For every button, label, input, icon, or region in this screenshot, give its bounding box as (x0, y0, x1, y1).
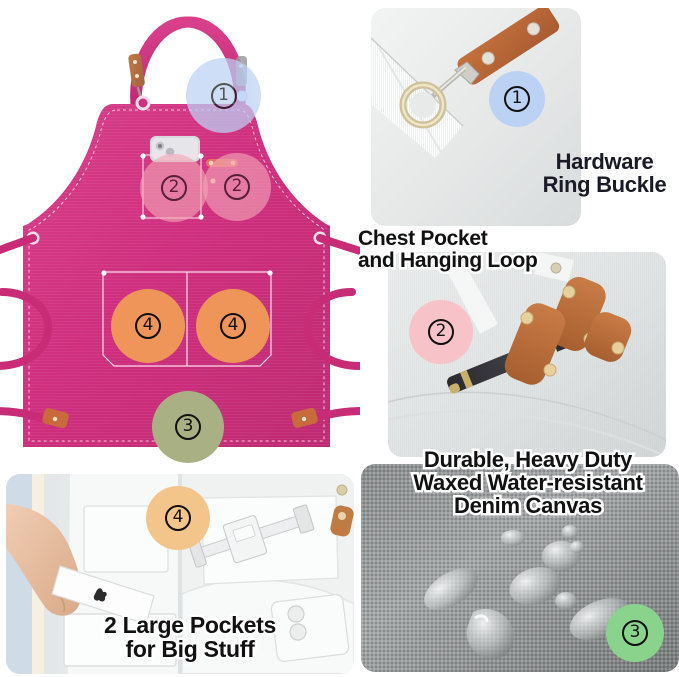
badge-number: 3 (622, 620, 648, 646)
badge-number: 4 (165, 505, 191, 531)
badge-number: 4 (220, 313, 246, 339)
heading-denim-canvas: Durable, Heavy Duty Waxed Water-resistan… (378, 445, 678, 520)
water-droplets (424, 525, 631, 659)
waxed-denim-photo: 3 (361, 464, 679, 672)
heading-hardware-line2: Ring Buckle (542, 172, 667, 198)
badge-apron-strap[interactable]: 1 (186, 58, 261, 133)
badge-chest-pocket-left[interactable]: 2 (140, 154, 208, 222)
badge-number: 2 (428, 319, 454, 345)
badge-number: 3 (175, 414, 201, 440)
badge-number: 1 (210, 82, 237, 109)
denim-photo-art (361, 464, 679, 672)
badge-front-pocket-left[interactable]: 4 (111, 289, 185, 363)
hardware-photo-art (371, 8, 581, 226)
heading-large-pockets: 2 Large Pockets for Big Stuff (40, 610, 340, 663)
right-photo-tools-in-pocket (181, 474, 354, 674)
pen-holder-photo: 2 (388, 252, 666, 457)
apron-illustration-panel: 1 2 2 4 4 3 (0, 0, 360, 470)
left-photo-hand-in-pocket (6, 474, 178, 674)
badge-denim-photo[interactable]: 3 (606, 604, 664, 662)
heading-chest-line2: and Hanging Loop (356, 247, 541, 274)
heading-pockets-line1: 2 Large Pockets (102, 610, 279, 639)
heading-hardware-line1: Hardware (555, 149, 654, 174)
badge-number: 2 (161, 175, 187, 201)
pen-loop-right (584, 312, 632, 362)
badge-apron-fabric[interactable]: 3 (152, 391, 224, 463)
heading-chest-line1: Chest Pocket (356, 225, 491, 252)
heading-pockets-line2: for Big Stuff (123, 634, 257, 663)
badge-pen-photo[interactable]: 2 (409, 300, 473, 364)
hardware-ring-buckle-photo: 1 (371, 8, 581, 226)
right-waist-leather-tab (291, 407, 318, 428)
badge-pockets-photo[interactable]: 4 (146, 486, 210, 550)
heading-denim-line2: Waxed Water-resistant (411, 468, 646, 496)
badge-hardware-photo[interactable]: 1 (489, 71, 545, 127)
heading-denim-line3: Denim Canvas (451, 492, 604, 520)
heading-chest-pocket: Chest Pocket and Hanging Loop (356, 225, 590, 274)
left-waist-leather-tab (42, 408, 69, 429)
badge-front-pocket-right[interactable]: 4 (196, 289, 270, 363)
badge-number: 1 (504, 86, 530, 112)
pockets-photo-art (6, 474, 354, 674)
badge-number: 4 (135, 313, 161, 339)
pen-loop-lower (504, 303, 566, 385)
badge-chest-pocket-right[interactable]: 2 (203, 153, 271, 221)
large-pockets-photo: 4 (6, 474, 354, 674)
heading-denim-line1: Durable, Heavy Duty (421, 445, 635, 473)
heading-hardware-ring-buckle: Hardware Ring Buckle (532, 150, 677, 196)
badge-number: 2 (224, 174, 250, 200)
